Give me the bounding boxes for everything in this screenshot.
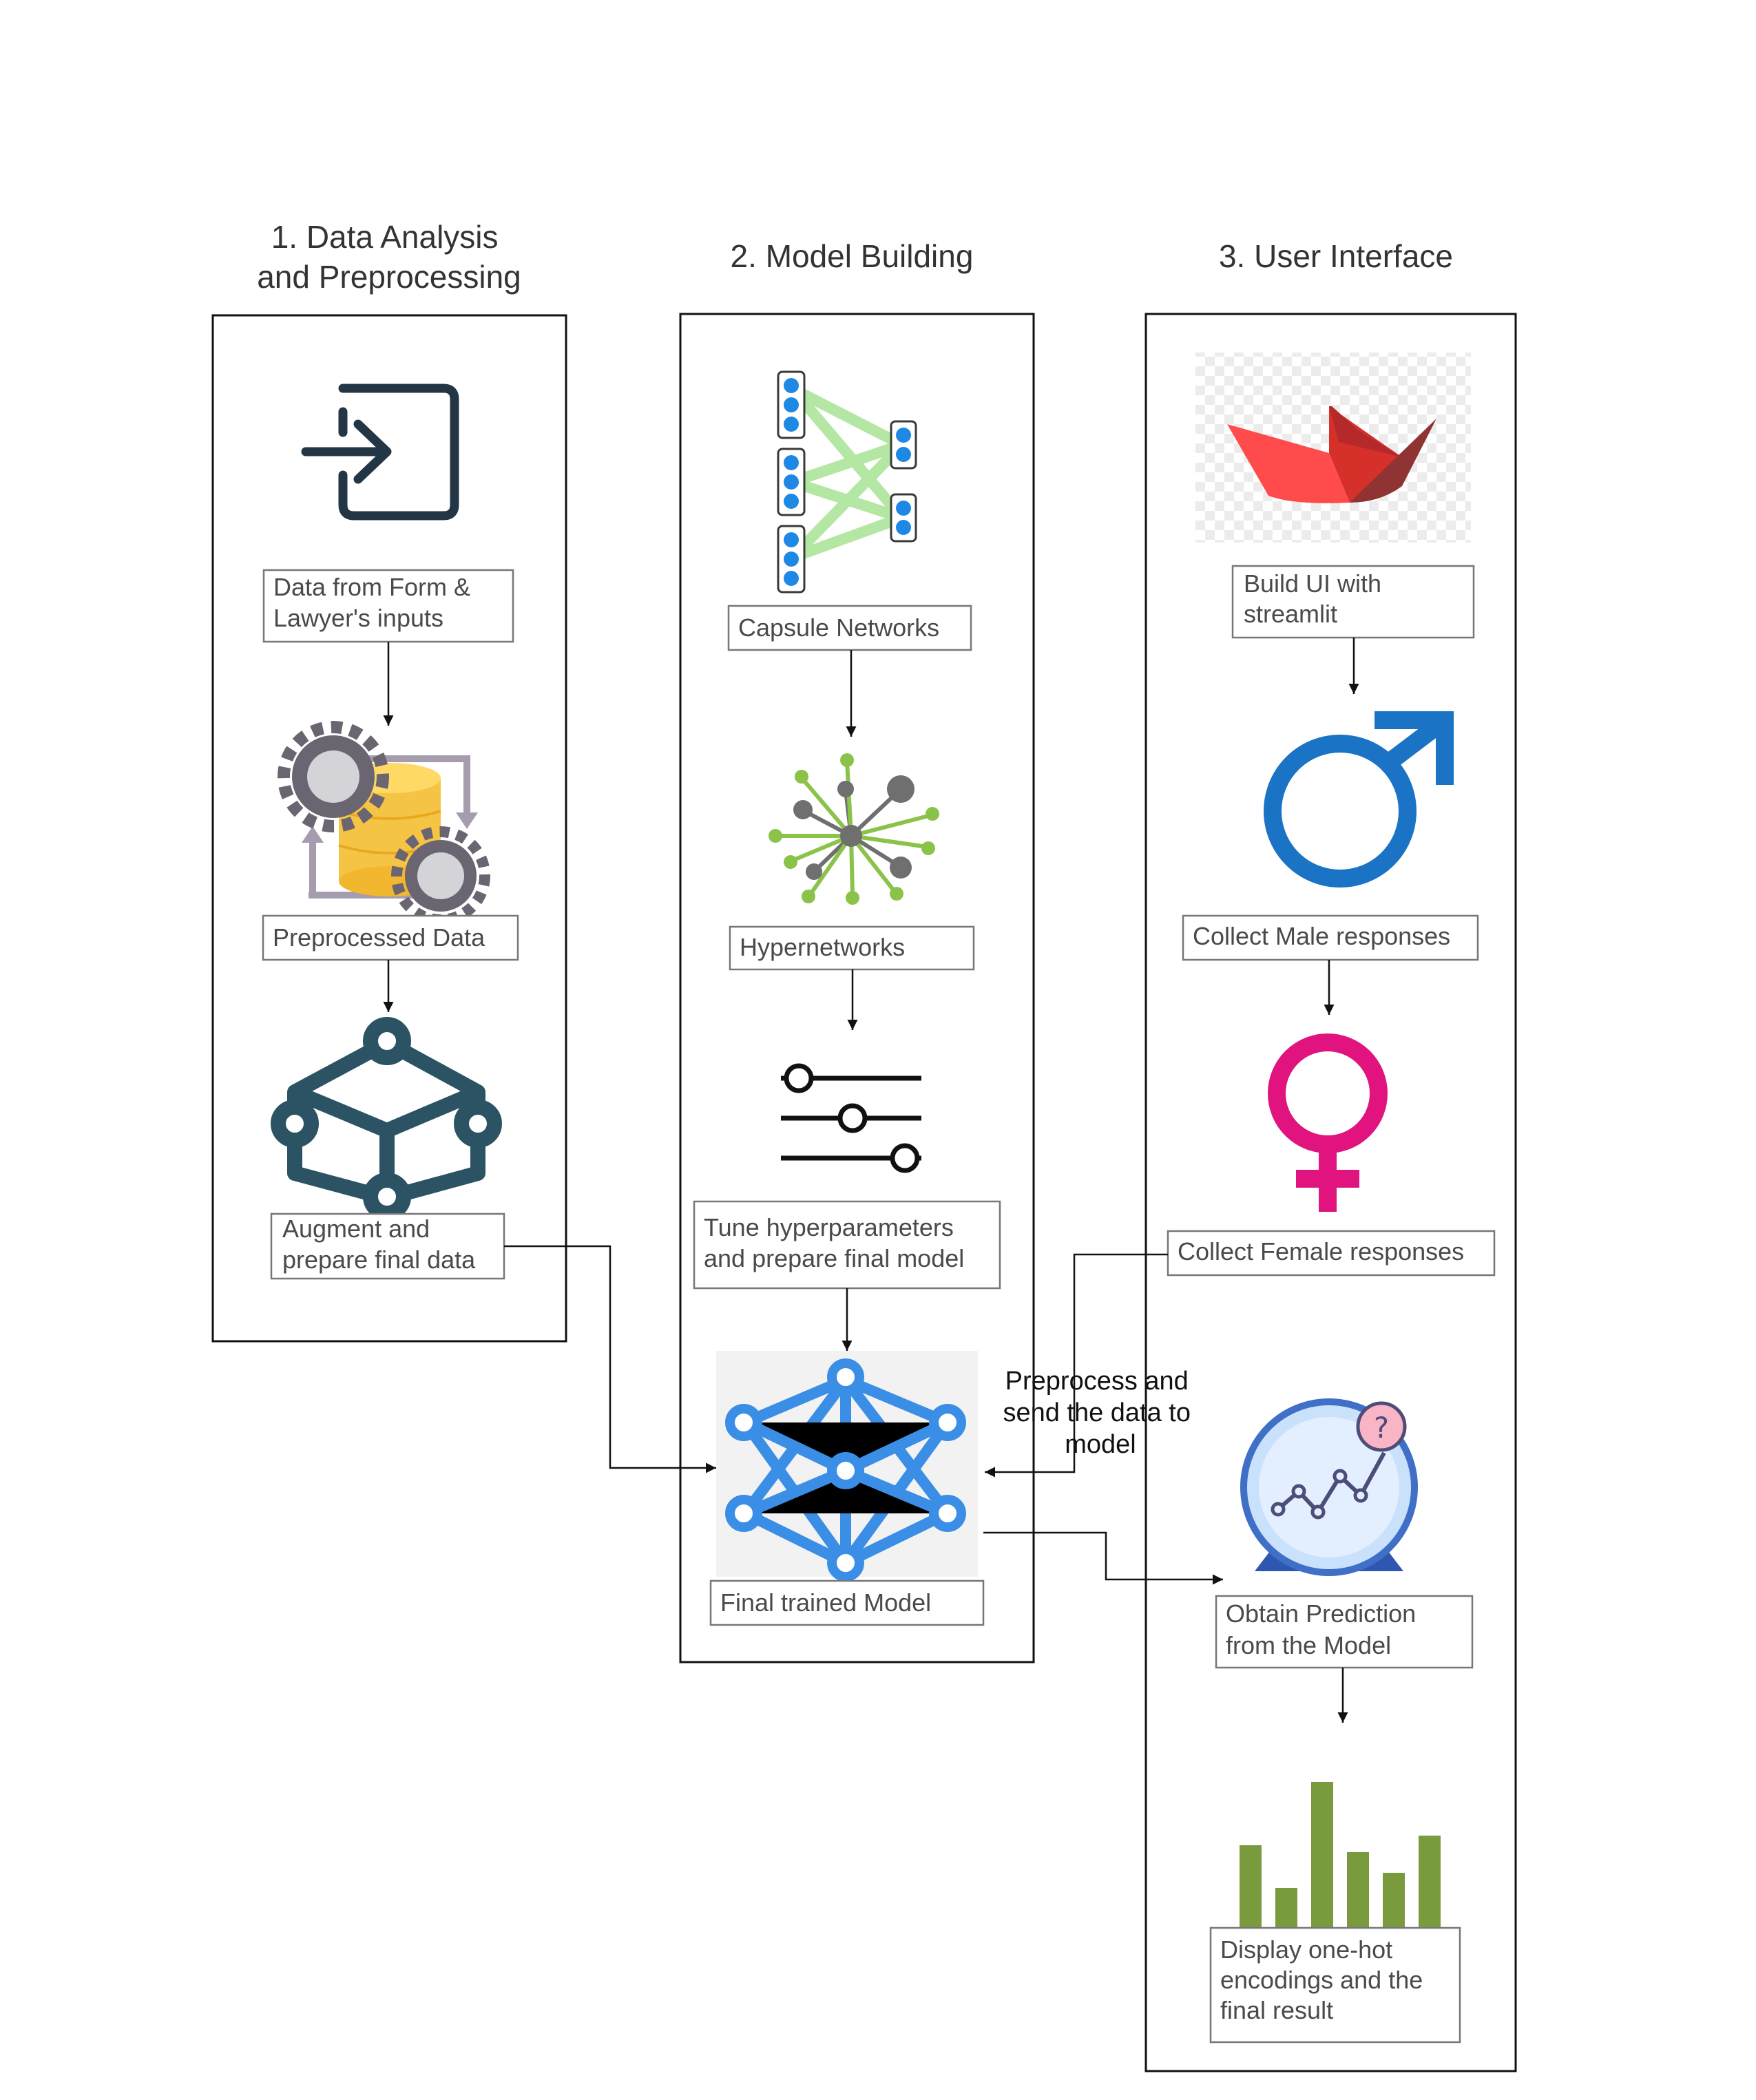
crystal-ball-chart-icon: ? [1240,1398,1418,1576]
node-label-augment: Augment and prepare final data [282,1215,476,1274]
node-label-tune: Tune hyperparameters and prepare final m… [704,1213,964,1272]
bar-chart-icon [1240,1782,1441,1928]
database-gears-icon [278,721,490,925]
column-title-data-analysis: 1. Data Analysis and Preprocessing [257,219,521,295]
node-label-streamlit: Build UI with streamlit [1244,569,1388,628]
node-box-display [1209,1926,1461,2044]
male-symbol-icon [1264,711,1454,888]
sliders-icon [781,1063,921,1173]
panel-user-interface [1144,313,1517,2072]
edge-label-preprocess: Preprocess and send the data to model [1003,1367,1198,1459]
neural-network-icon [716,1351,978,1582]
arrow-female-to-final-model [985,1253,1168,1478]
node-box-hyper [729,925,975,971]
login-icon [301,384,459,521]
hypernetwork-icon [769,753,939,905]
node-box-female [1167,1230,1496,1277]
node-box-prediction [1215,1595,1474,1669]
arrow-final-model-to-prediction [983,1531,1223,1585]
arrow-augment-to-final-model [504,1245,716,1473]
female-symbol-icon [1268,1033,1388,1212]
capsule-network-icon [777,370,917,594]
node-box-preprocessed [262,914,519,961]
node-label-preprocessed: Preprocessed Data [273,923,485,952]
node-box-data-input [262,569,514,643]
panel-model-building [679,313,1035,1663]
node-box-capsule [727,605,972,651]
node-label-capsule: Capsule Networks [738,613,939,642]
node-label-female: Collect Female responses [1178,1237,1464,1266]
node-label-prediction: Obtain Prediction from the Model [1226,1599,1423,1659]
cube-network-icon [271,1017,502,1221]
node-label-data-input: Data from Form & Lawyer's inputs [273,573,477,632]
svg-text:?: ? [1374,1411,1389,1445]
column-title-user-interface: 3. User Interface [1219,238,1453,274]
node-label-hyper: Hypernetworks [740,933,905,961]
node-label-display: Display one-hot encodings and the final … [1220,1935,1430,2024]
node-box-final-model [709,1579,985,1626]
streamlit-logo-icon [1195,353,1471,543]
panel-data-analysis [211,314,567,1343]
column-title-model-building: 2. Model Building [731,238,974,274]
node-box-tune [693,1200,1001,1290]
node-label-final-model: Final trained Model [720,1588,931,1617]
node-box-male [1182,914,1479,961]
node-label-male: Collect Male responses [1193,922,1450,950]
